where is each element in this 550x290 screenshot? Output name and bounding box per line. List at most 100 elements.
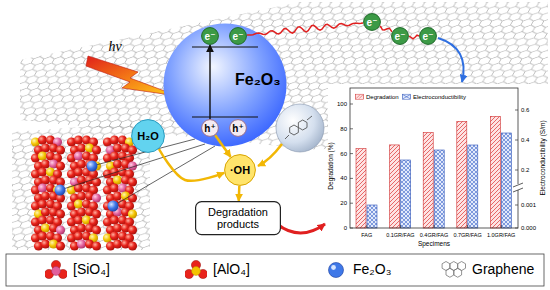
- tetrahedron-ball: [38, 231, 47, 240]
- tetrahedron-ball: [110, 135, 119, 144]
- legend-item: Degradation: [355, 94, 399, 101]
- electron-label: e⁻: [233, 31, 244, 42]
- tetrahedron-ball: [38, 135, 47, 144]
- radical-label: ·OH: [230, 164, 250, 176]
- tick-label: 60: [340, 150, 347, 157]
- hydroxyl-radical: ·OH: [224, 154, 256, 186]
- iron-oxide-dot: [108, 201, 119, 212]
- legend-swatch: [355, 94, 364, 100]
- water-molecule: H₂O: [131, 119, 165, 153]
- category-label: 0.4GR/FAG: [420, 232, 448, 238]
- legend-label: Electroconductibility: [413, 94, 466, 101]
- tick-label: 20: [340, 200, 347, 207]
- tetrahedron-ball: [56, 241, 65, 250]
- tick-label: 100: [337, 101, 347, 108]
- electron: e⁻: [201, 27, 219, 45]
- conductivity-arrow: [438, 38, 464, 82]
- tetrahedron-ball: [113, 175, 122, 184]
- degradation-bar: [390, 145, 400, 228]
- tetrahedron-ball: [38, 199, 47, 208]
- label-holder: 0.4: [521, 137, 529, 144]
- electron: e⁻: [363, 13, 381, 31]
- hole: h⁺: [201, 119, 219, 137]
- circle-fill: [225, 155, 256, 186]
- legend-item: Electroconductibility: [402, 94, 466, 101]
- tetrahedron-ball: [128, 209, 137, 218]
- hole-label: h⁺: [204, 123, 215, 134]
- tetrahedron-ball: [128, 225, 137, 234]
- label-holder: Specimens: [418, 240, 450, 247]
- tick-label: 0.2: [521, 167, 529, 174]
- conductivity-bar: [434, 150, 444, 228]
- tetrahedron-ball: [56, 145, 65, 154]
- legend-label: Graphene: [472, 262, 534, 277]
- label-holder: 20: [340, 200, 347, 207]
- legend-swatch: [402, 94, 411, 100]
- circle-fill: [364, 14, 381, 31]
- tetrahedron-ball: [38, 215, 47, 224]
- label-holder: 0.2: [521, 167, 529, 174]
- conductivity-bar: [501, 133, 511, 228]
- zoom-line: [113, 146, 215, 206]
- product-box: Degradation products: [195, 201, 281, 235]
- tetrahedron-ball: [77, 159, 86, 168]
- circle-fill: [230, 28, 247, 45]
- pollutant-sphere: [276, 104, 324, 152]
- tetrahedron-ball: [92, 241, 101, 250]
- degradation-bar: [423, 133, 433, 228]
- tetrahedron-ball: [128, 241, 137, 250]
- conductivity-bar: [401, 160, 411, 228]
- tick-label: 80: [340, 126, 347, 133]
- electron: e⁻: [391, 27, 409, 45]
- tetrahedron-ball: [74, 151, 83, 160]
- tetrahedron-ball: [38, 151, 47, 160]
- tetrahedron-ball: [41, 223, 50, 232]
- fe2o3-particle: Fe₂O₃e⁻e⁻h⁺h⁺: [163, 23, 287, 147]
- label-holder: 0.6: [521, 107, 529, 114]
- electron-path: [409, 35, 419, 39]
- conductivity-bar: [367, 205, 377, 228]
- tetrahedron-ball: [92, 145, 101, 154]
- tetrahedron-ball: [41, 175, 50, 184]
- tetrahedron-ball: [92, 225, 101, 234]
- degradation-bar: [490, 116, 500, 228]
- electron-label: e⁻: [423, 31, 434, 42]
- legend-item: [AlO₄]: [185, 260, 250, 280]
- tetrahedron-ball: [113, 191, 122, 200]
- legend-panel: [6, 254, 544, 286]
- tick-label: 0.001: [521, 202, 536, 209]
- tetrahedron-ball: [92, 193, 101, 202]
- tetrahedron-ball: [92, 209, 101, 218]
- axis-title: Electroconductibility (S/m): [539, 120, 546, 195]
- iron-oxide-dot: [87, 161, 98, 172]
- legend-label: Fe₂O₃: [353, 262, 391, 277]
- tick-label: 0.4: [521, 137, 529, 144]
- iron-oxide-dot: [55, 185, 66, 196]
- legend-label: [SiO₄]: [73, 262, 110, 277]
- tetrahedron-ball: [74, 183, 83, 192]
- bar-chart: [328, 84, 548, 250]
- product-label: Degradation products: [202, 206, 274, 230]
- tetrahedron-ball: [77, 191, 86, 200]
- label-holder: 1.0GR/FAG: [487, 232, 515, 238]
- photon-label: hν: [108, 39, 121, 54]
- degradation-bar: [457, 121, 467, 228]
- tetrahedron-ball: [41, 159, 50, 168]
- legend-label: Degradation: [366, 94, 399, 101]
- circle-fill: [202, 120, 219, 137]
- tetrahedron-ball: [74, 167, 83, 176]
- tetrahedron-ball: [56, 225, 65, 234]
- category-label: 1.0GR/FAG: [487, 232, 515, 238]
- particle-body: [164, 24, 287, 147]
- label-holder: 0.001: [521, 202, 536, 209]
- chart-ground: [328, 84, 548, 250]
- tetrahedron-ball: [41, 207, 50, 216]
- electron-label: e⁻: [205, 31, 216, 42]
- legend-swatch: [45, 260, 67, 280]
- label-holder: hν: [108, 39, 121, 54]
- tick-label: 0.000: [521, 225, 536, 232]
- tetrahedron-ball: [77, 223, 86, 232]
- tetrahedron-ball: [74, 215, 83, 224]
